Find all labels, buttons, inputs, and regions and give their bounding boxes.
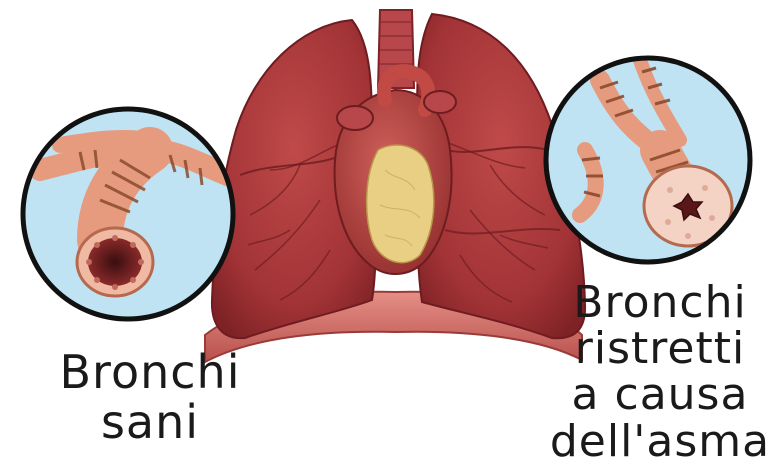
asthma-label-line-1: Bronchi <box>548 280 772 326</box>
lungs-illustration <box>205 10 585 362</box>
asthma-label-line-3: a causa <box>548 372 772 418</box>
asthma-bronchus-inset <box>546 58 750 262</box>
asthma-label-line-4: dell'asma <box>548 419 772 465</box>
healthy-label-line-2: sani <box>40 398 260 448</box>
cardiac-fat <box>367 145 434 263</box>
healthy-label-line-1: Bronchi <box>40 348 260 398</box>
asthma-bronchi-label: Bronchi ristretti a causa dell'asma <box>548 280 772 465</box>
healthy-bronchus-inset <box>23 109 240 319</box>
healthy-bronchi-label: Bronchi sani <box>40 348 260 447</box>
asthma-label-line-2: ristretti <box>548 326 772 372</box>
